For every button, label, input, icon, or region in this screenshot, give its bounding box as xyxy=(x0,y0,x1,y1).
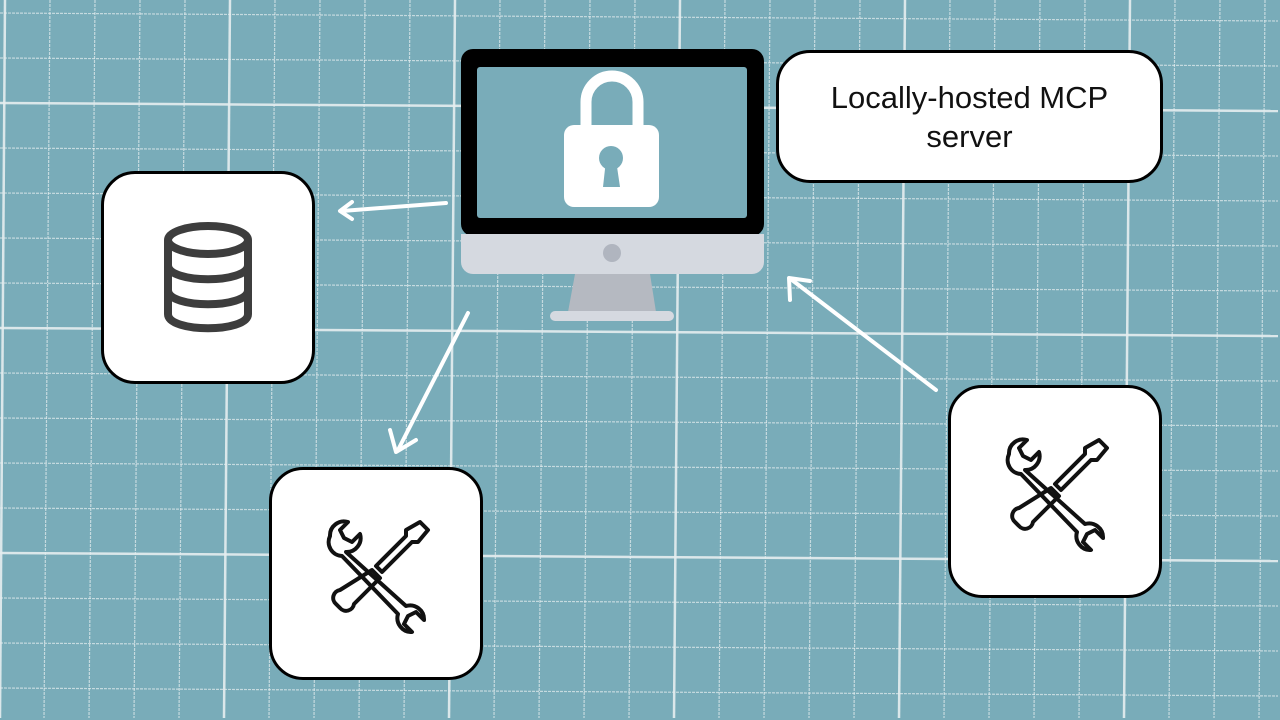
grid-line xyxy=(493,0,501,719)
arrow-to-database xyxy=(338,200,448,221)
grid-line xyxy=(0,687,1279,697)
arrow-from-tools-right xyxy=(787,276,938,392)
database-box xyxy=(101,171,315,384)
grid-line xyxy=(0,642,1279,652)
tools-box-left xyxy=(269,467,483,680)
tools-icon xyxy=(326,518,430,634)
grid-line xyxy=(0,12,1279,22)
grid-line xyxy=(988,0,996,719)
grid-line xyxy=(0,597,1279,607)
grid-line xyxy=(943,0,951,719)
tools-icon xyxy=(1005,436,1109,552)
server-label: Locally-hosted MCP server xyxy=(776,50,1163,183)
grid-line xyxy=(718,0,726,719)
grid-line xyxy=(853,0,861,719)
grid-line xyxy=(1033,0,1041,719)
grid-line xyxy=(808,0,816,719)
tools-box-right xyxy=(948,385,1162,598)
database-icon xyxy=(164,221,252,332)
grid-line xyxy=(538,0,546,719)
lock-icon xyxy=(564,70,659,207)
grid-line xyxy=(628,0,636,719)
grid-line xyxy=(763,0,771,719)
grid-line xyxy=(1258,0,1266,719)
grid-line xyxy=(1078,0,1086,719)
grid-line xyxy=(583,0,591,719)
arrow-to-tools-left xyxy=(388,311,470,454)
grid-line xyxy=(1213,0,1221,719)
grid-line xyxy=(178,0,186,719)
grid-line xyxy=(1168,0,1176,719)
